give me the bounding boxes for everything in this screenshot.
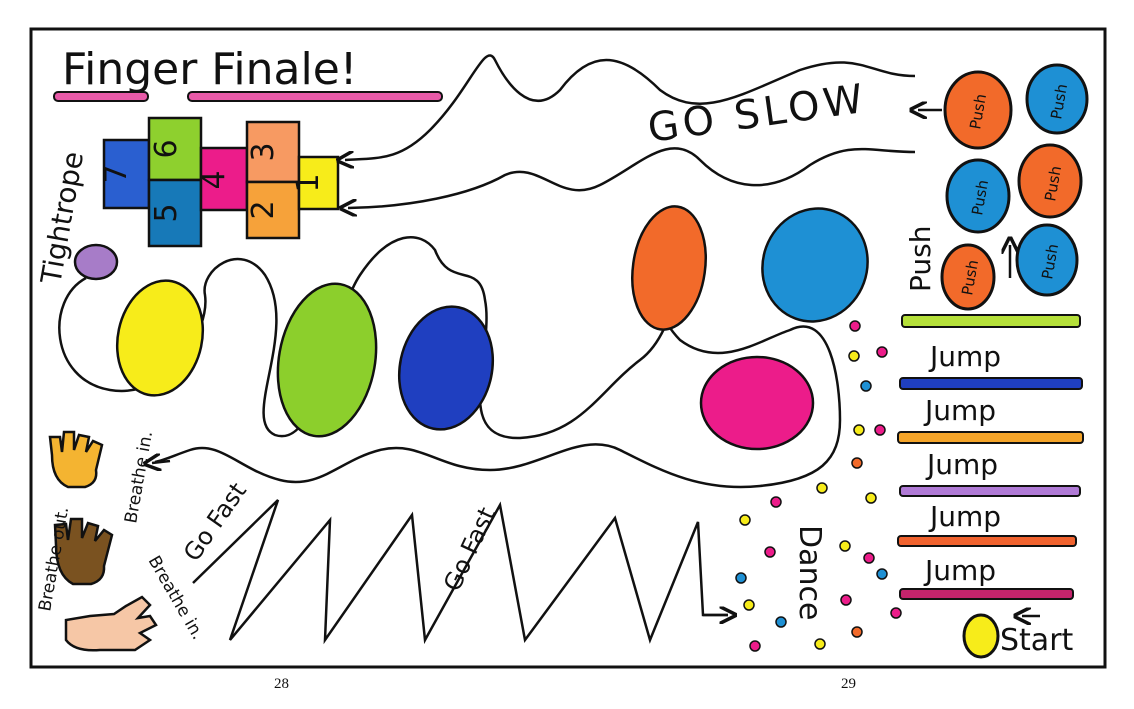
hand-brown-icon bbox=[53, 517, 114, 586]
oval-yellow bbox=[115, 279, 205, 397]
hand-peach-icon bbox=[64, 595, 158, 652]
jump-label-5: Jump bbox=[923, 554, 996, 587]
oval-navy bbox=[397, 305, 495, 431]
slow-path-bottom bbox=[348, 147, 916, 208]
push-dot-1 bbox=[943, 70, 1013, 150]
start-label: Start bbox=[1000, 623, 1074, 658]
jump-bars bbox=[897, 314, 1084, 600]
push-dot-2-label: Push bbox=[1047, 82, 1071, 120]
hop-num-4: 4 bbox=[197, 170, 232, 189]
push-dots bbox=[940, 63, 1089, 311]
hop-num-5: 5 bbox=[149, 203, 184, 222]
trail-end-arrow bbox=[152, 461, 171, 463]
dance-dots bbox=[735, 320, 902, 652]
colored-ovals bbox=[115, 205, 869, 451]
jump-label-2: Jump bbox=[923, 394, 996, 427]
push-dot-4 bbox=[1017, 143, 1083, 219]
breathe-in-2-label: Breathe in. bbox=[144, 553, 208, 644]
title-underline-right bbox=[187, 91, 443, 102]
go-fast-label-2: Go Fast bbox=[438, 503, 501, 596]
oval-magenta bbox=[699, 355, 815, 451]
push-dot-1-label: Push bbox=[966, 92, 990, 130]
push-dot-6 bbox=[1015, 223, 1079, 297]
push-dot-4-label: Push bbox=[1041, 164, 1065, 202]
jump-label-3: Jump bbox=[925, 448, 998, 481]
dance-label: Dance bbox=[792, 525, 827, 620]
slow-path-top bbox=[345, 54, 916, 160]
title-underline-left bbox=[53, 91, 149, 102]
hop-num-1: 1 bbox=[291, 173, 326, 192]
tightrope-dot bbox=[73, 243, 119, 281]
hop-num-6: 6 bbox=[149, 139, 184, 158]
push-dot-5-label: Push bbox=[958, 258, 982, 296]
hop-num-2: 2 bbox=[246, 200, 281, 219]
hand-yellow-icon bbox=[48, 430, 104, 489]
start-dot bbox=[962, 613, 1000, 659]
hopscotch-grid bbox=[102, 116, 340, 248]
hop-num-3: 3 bbox=[246, 142, 281, 161]
push-dot-3 bbox=[945, 158, 1011, 234]
push-dot-2 bbox=[1025, 63, 1089, 135]
oval-green bbox=[276, 282, 378, 438]
go-fast-label-1: Go Fast bbox=[178, 477, 252, 566]
breathe-in-label: Breathe in. bbox=[121, 429, 157, 524]
push-dot-6-label: Push bbox=[1038, 242, 1062, 280]
page-border bbox=[29, 27, 1107, 669]
oval-blue bbox=[761, 207, 869, 323]
go-fast-zigzag bbox=[192, 499, 728, 645]
push-dot-3-label: Push bbox=[968, 178, 992, 216]
page-number-right: 29 bbox=[841, 676, 856, 692]
push-side-label: Push bbox=[904, 226, 937, 292]
page-title: Finger Finale! bbox=[62, 44, 357, 95]
push-dot-5 bbox=[940, 243, 996, 311]
hop-num-7: 7 bbox=[99, 164, 134, 183]
jump-label-1: Jump bbox=[928, 340, 1001, 373]
oval-orange bbox=[631, 205, 707, 331]
page-number-left: 28 bbox=[274, 676, 289, 692]
jump-label-4: Jump bbox=[928, 500, 1001, 533]
